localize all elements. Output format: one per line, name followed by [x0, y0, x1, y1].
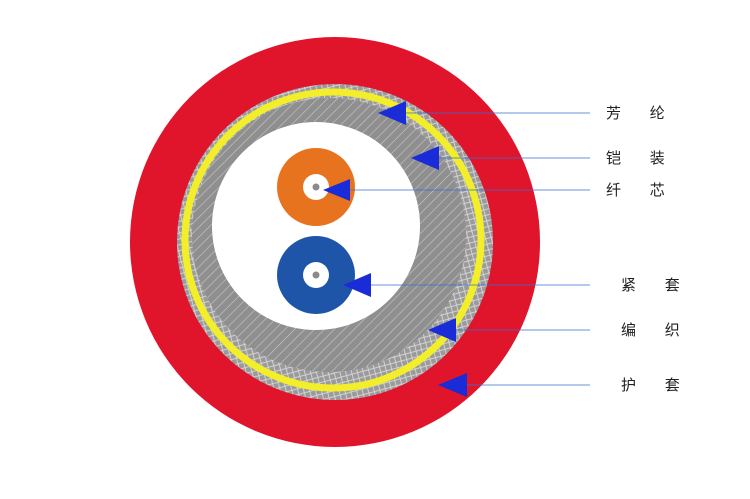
label-aramid: 芳 纶 — [606, 104, 677, 122]
aramid-layer — [181, 88, 485, 392]
pointer-arrow-aramid — [378, 101, 406, 125]
fiber-orange-core — [312, 183, 320, 191]
label-jacket: 护 套 — [621, 376, 692, 394]
pointer-arrow-fiber-core — [323, 179, 350, 201]
label-armor: 铠 装 — [606, 149, 677, 167]
pointer-arrow-tight-buffer — [343, 273, 371, 297]
label-braid: 编 织 — [621, 321, 692, 339]
pointer-arrow-braid — [428, 318, 456, 342]
fiber-blue-core — [312, 271, 320, 279]
label-fiber-core: 纤 芯 — [606, 181, 677, 199]
pointer-arrow-jacket — [438, 373, 467, 397]
label-tight-buffer: 紧 套 — [621, 276, 692, 294]
pointer-arrow-armor — [411, 146, 439, 170]
